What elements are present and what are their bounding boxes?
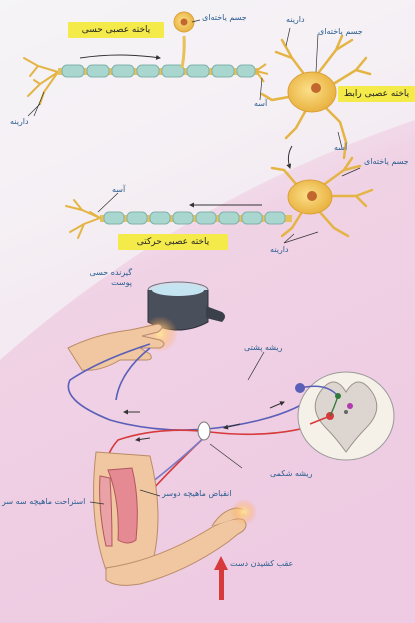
interneuron-label: یاخته عصبی رابط <box>344 89 409 99</box>
dendrite-top-right-label: دارینه <box>286 16 305 24</box>
motor-neuron-banner: یاخته عصبی حرکتی <box>118 234 228 250</box>
motor-neuron-label: یاخته عصبی حرکتی <box>137 237 210 247</box>
sensory-neuron-label: یاخته عصبی حسی <box>82 25 151 35</box>
interneuron-banner: یاخته عصبی رابط <box>338 86 415 102</box>
cell-body-inter-label: جسم یاخته‌ای <box>318 28 363 36</box>
axon-mid-label: آسه <box>334 144 347 152</box>
sensory-axon <box>58 65 258 77</box>
withdraw-hand-label: عقب کشیدن دست <box>230 560 293 568</box>
dendrite-motor-label: دارینه <box>270 246 289 254</box>
interneuron-cell-body <box>288 72 336 112</box>
cell-body-motor-label: جسم یاخته‌ای <box>364 158 409 166</box>
nerve-bundle <box>198 422 210 440</box>
triceps-relax-label: استراحت ماهیچه سه سر <box>2 498 85 506</box>
axon-top-label: آسه <box>254 100 267 108</box>
dorsal-root-label: ریشه پشتی <box>244 344 283 352</box>
cell-body-top-label: جسم یاخته‌ای <box>202 14 247 22</box>
ventral-root-label: ریشه شکمی <box>270 470 312 478</box>
sensory-neuron-banner: یاخته عصبی حسی <box>68 22 164 38</box>
skin-receptor-label: گیرنده حسی پوست <box>88 268 132 288</box>
dendrite-left-label: دارینه <box>10 118 29 126</box>
biceps-contract-label: انقباض ماهیچه دوسر <box>162 490 231 498</box>
axon-motor-label: آسه <box>112 186 125 194</box>
heat-burst-fingers <box>231 499 257 525</box>
